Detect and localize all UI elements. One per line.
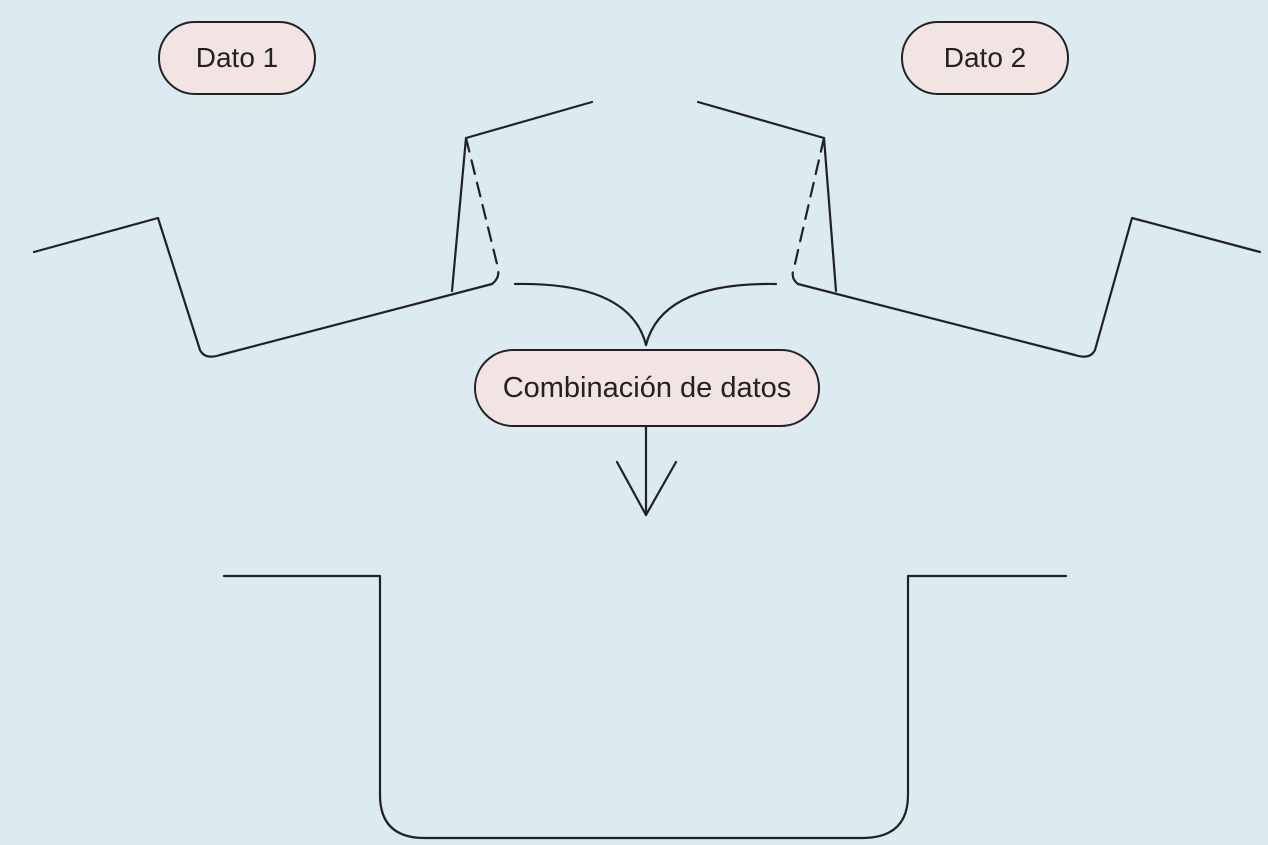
dato-2-label: Dato 2 [901,21,1069,95]
left-container-tilted-edge [450,100,594,293]
right-container-tilted-edge [696,100,838,293]
combination-label: Combinación de datos [474,349,820,427]
left-container-outline [32,216,494,358]
merge-curve-left [513,282,648,347]
left-pour-stream-dashed [464,136,500,286]
merge-curve-right [644,282,778,347]
right-pour-stream-dashed [791,136,826,286]
bottom-container-outline [222,574,1068,840]
dato-1-label: Dato 1 [158,21,316,95]
arrow-head-icon [615,460,678,517]
right-container-outline [796,216,1262,358]
